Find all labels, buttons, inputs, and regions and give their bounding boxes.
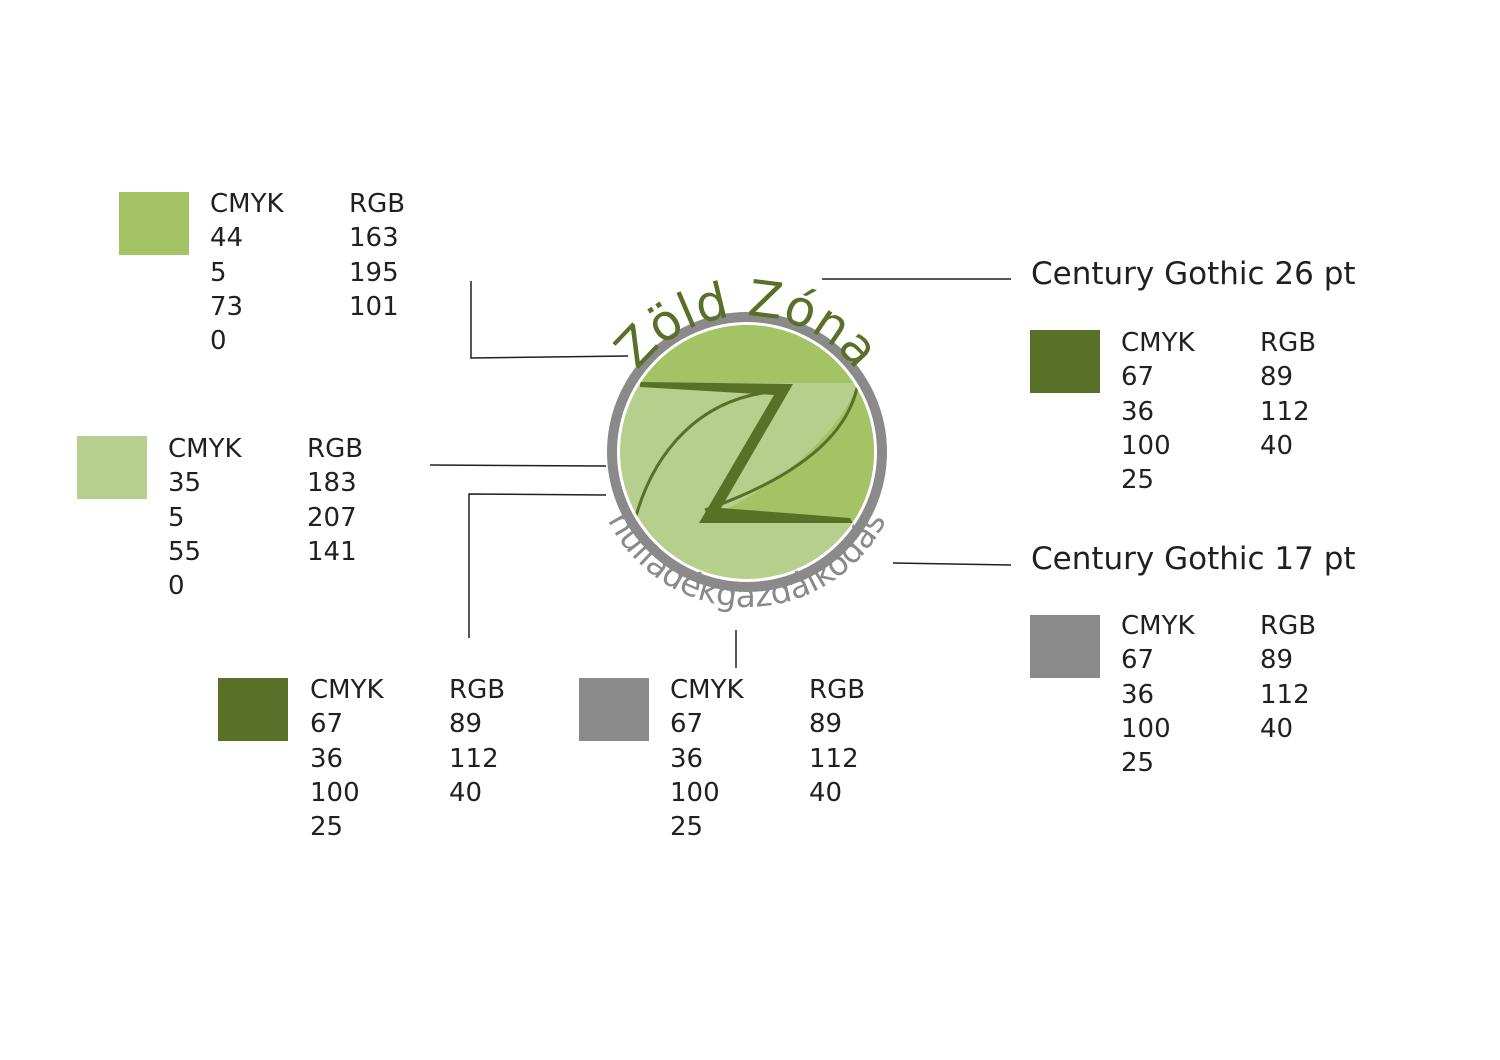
swatch-ring-gray	[579, 678, 649, 741]
rgb-r: 183	[307, 468, 357, 499]
logo-disc	[620, 325, 874, 579]
leader-line-subtitle-font	[892, 562, 1012, 566]
cmyk-column-ring-gray: CMYK 67 36 100 25	[670, 673, 744, 844]
rgb-label: RGB	[349, 189, 406, 219]
cmyk-y: 100	[1121, 430, 1171, 461]
rgb-b: 141	[307, 536, 357, 567]
rgb-g: 112	[1260, 396, 1310, 427]
cmyk-m: 36	[670, 743, 704, 774]
leaf-vein-left	[634, 390, 771, 517]
cmyk-c: 67	[670, 709, 704, 740]
cmyk-k: 25	[670, 812, 704, 843]
cmyk-column-z-dark: CMYK 67 36 100 25	[310, 673, 384, 844]
logo-ring	[607, 312, 887, 592]
rgb-column-z-dark: RGB 89 112 40	[449, 673, 505, 810]
rgb-label: RGB	[809, 675, 866, 705]
cmyk-label: CMYK	[310, 675, 384, 705]
cmyk-y: 55	[168, 536, 202, 567]
cmyk-label: CMYK	[210, 189, 284, 219]
cmyk-c: 44	[210, 223, 244, 254]
leaf-mid-area-right	[705, 380, 874, 520]
cmyk-k: 25	[310, 812, 344, 843]
cmyk-c: 67	[1121, 362, 1155, 393]
subtitle-font-label: Century Gothic 17 pt	[1031, 541, 1356, 577]
leader-line-leaf-mid	[470, 281, 629, 359]
rgb-b: 40	[449, 777, 483, 808]
rgb-r: 89	[1260, 645, 1294, 676]
cmyk-c: 67	[310, 709, 344, 740]
rgb-column-subtitle-gray: RGB 89 112 40	[1260, 609, 1316, 746]
rgb-column-title-dark: RGB 89 112 40	[1260, 326, 1316, 463]
rgb-label: RGB	[1260, 611, 1317, 641]
cmyk-column-leaf-light: CMYK 35 5 55 0	[168, 432, 242, 603]
leader-lines	[429, 278, 1012, 668]
cmyk-m: 36	[1121, 396, 1155, 427]
cmyk-k: 0	[210, 326, 227, 357]
cmyk-m: 36	[310, 743, 344, 774]
cmyk-label: CMYK	[168, 434, 242, 464]
cmyk-label: CMYK	[670, 675, 744, 705]
swatch-leaf-mid	[119, 192, 189, 255]
leader-line-leaf-light	[429, 464, 607, 467]
cmyk-column-subtitle-gray: CMYK 67 36 100 25	[1121, 609, 1195, 780]
rgb-b: 40	[1260, 713, 1294, 744]
cmyk-k: 25	[1121, 748, 1155, 779]
rgb-g: 112	[809, 743, 859, 774]
rgb-label: RGB	[449, 675, 506, 705]
cmyk-m: 36	[1121, 679, 1155, 710]
cmyk-m: 5	[210, 257, 227, 288]
rgb-b: 40	[809, 777, 843, 808]
leader-line-z-dark	[468, 493, 607, 638]
rgb-g: 207	[307, 502, 357, 533]
cmyk-column-leaf-mid: CMYK 44 5 73 0	[210, 187, 284, 358]
cmyk-y: 100	[310, 777, 360, 808]
rgb-column-leaf-light: RGB 183 207 141	[307, 432, 363, 569]
cmyk-column-title-dark: CMYK 67 36 100 25	[1121, 326, 1195, 497]
cmyk-k: 0	[168, 571, 185, 602]
swatch-leaf-light	[77, 436, 147, 499]
rgb-column-ring-gray: RGB 89 112 40	[809, 673, 865, 810]
rgb-g: 195	[349, 257, 399, 288]
cmyk-c: 67	[1121, 645, 1155, 676]
cmyk-label: CMYK	[1121, 611, 1195, 641]
swatch-z-dark	[218, 678, 288, 741]
rgb-b: 101	[349, 291, 399, 322]
cmyk-y: 73	[210, 291, 244, 322]
rgb-r: 89	[1260, 362, 1294, 393]
rgb-r: 163	[349, 223, 399, 254]
rgb-g: 112	[1260, 679, 1310, 710]
rgb-g: 112	[449, 743, 499, 774]
rgb-label: RGB	[307, 434, 364, 464]
cmyk-k: 25	[1121, 465, 1155, 496]
logo-z-letter	[640, 382, 853, 523]
cmyk-y: 100	[670, 777, 720, 808]
rgb-b: 40	[1260, 430, 1294, 461]
leaf-vein-right	[704, 387, 859, 512]
title-font-label: Century Gothic 26 pt	[1031, 256, 1356, 292]
cmyk-c: 35	[168, 468, 202, 499]
cmyk-m: 5	[168, 502, 185, 533]
cmyk-y: 100	[1121, 713, 1171, 744]
rgb-column-leaf-mid: RGB 163 195 101	[349, 187, 405, 324]
swatch-title-dark	[1030, 330, 1100, 393]
cmyk-label: CMYK	[1121, 328, 1195, 358]
leaf-mid-area	[620, 325, 874, 383]
rgb-r: 89	[449, 709, 483, 740]
rgb-r: 89	[809, 709, 843, 740]
rgb-label: RGB	[1260, 328, 1317, 358]
swatch-subtitle-gray	[1030, 615, 1100, 678]
